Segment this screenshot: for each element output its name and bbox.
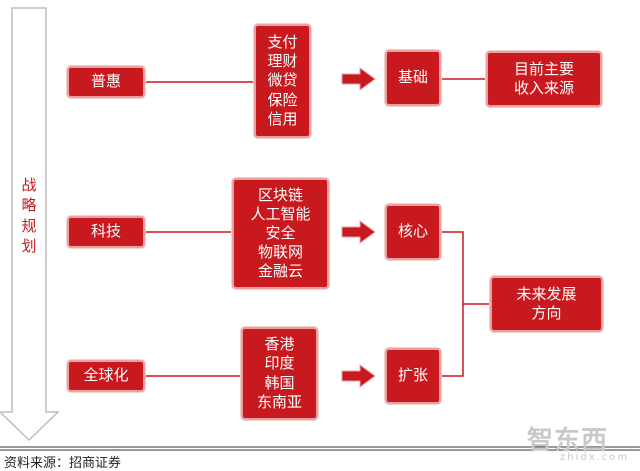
strategy-arrow — [0, 7, 60, 442]
node-services: 支付 理财 微贷 保险 信用 — [254, 24, 311, 138]
node-puhui: 普惠 — [67, 66, 145, 98]
arrow-right-icon — [341, 364, 376, 388]
node-hexin: 核心 — [385, 204, 441, 260]
connector-kuozhang-future — [441, 304, 464, 377]
node-keji: 科技 — [67, 216, 145, 248]
node-tech-list: 区块链 人工智能 安全 物联网 金融云 — [232, 178, 329, 289]
watermark-url: zhidx.com — [560, 452, 630, 463]
arrow-right-icon — [341, 220, 376, 244]
node-regions: 香港 印度 韩国 东南亚 — [241, 327, 318, 420]
node-quanqiuhua: 全球化 — [67, 360, 145, 392]
source-note: 资料来源：招商证券 — [4, 456, 122, 471]
node-kuozhang: 扩张 — [385, 348, 441, 404]
node-jichu: 基础 — [385, 50, 441, 106]
strategy-label: 战 略 规 划 — [21, 176, 37, 255]
watermark-logo: 智东西 — [527, 426, 609, 456]
node-future: 未来发展 方向 — [490, 276, 603, 332]
connector-hexin-future — [441, 231, 490, 305]
node-income: 目前主要 收入来源 — [486, 51, 602, 107]
arrow-right-icon — [341, 67, 376, 91]
